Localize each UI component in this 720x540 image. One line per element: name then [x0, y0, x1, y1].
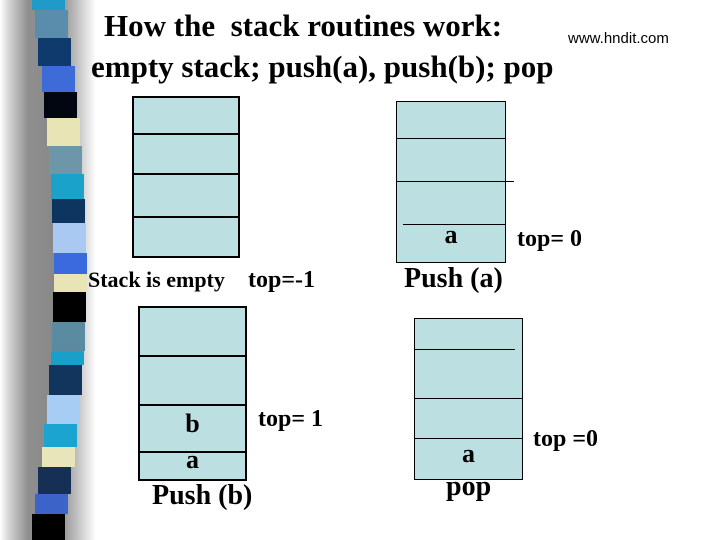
cell-value-a: a — [444, 220, 458, 249]
decorative-ribbon — [0, 0, 100, 540]
cell-value-b: b — [185, 409, 200, 438]
cell-divider — [397, 138, 505, 139]
ribbon-block — [52, 199, 85, 223]
ribbon-block — [32, 0, 65, 10]
cell-divider — [134, 216, 238, 218]
caption-pop: pop — [446, 471, 492, 502]
cell-value-a: a — [186, 445, 199, 474]
stack-diagram-push-a: a — [396, 101, 514, 263]
slide-title-line2: empty stack; push(a), push(b); pop — [91, 49, 554, 84]
stack-diagram-pop: a — [414, 318, 523, 480]
ribbon-block — [52, 322, 85, 351]
ribbon-block — [44, 424, 77, 447]
ribbon-block — [47, 118, 80, 146]
top-pointer-push-b: top= 1 — [258, 406, 324, 432]
ribbon-block — [49, 365, 82, 395]
cell-divider — [134, 133, 238, 135]
ribbon-block — [42, 447, 75, 467]
ribbon-block — [51, 174, 84, 199]
cell-divider — [403, 224, 505, 225]
cell-value-a: a — [462, 439, 475, 468]
ribbon-block — [35, 494, 68, 514]
cell-divider — [415, 398, 522, 399]
ribbon-block — [35, 10, 68, 38]
cell-divider — [415, 349, 515, 350]
watermark-text: www.hndit.com — [568, 30, 669, 47]
ribbon-block — [38, 38, 71, 66]
left-rail-shadow — [0, 0, 100, 540]
ribbon-block — [53, 223, 86, 253]
ribbon-block — [42, 66, 75, 92]
ribbon-block — [44, 92, 77, 118]
stack-diagram-empty — [132, 96, 240, 258]
cell-divider — [415, 438, 522, 439]
ribbon-block — [54, 274, 87, 292]
top-pointer-push-a: top= 0 — [517, 226, 583, 252]
slide-title-line1: How the stack routines work: — [104, 8, 503, 43]
cell-divider — [397, 181, 514, 182]
cell-divider — [140, 451, 245, 453]
top-pointer-pop: top =0 — [533, 426, 599, 452]
cell-divider — [134, 173, 238, 175]
stack-diagram-push-b: b a — [138, 306, 247, 481]
ribbon-block — [51, 351, 84, 365]
ribbon-block — [53, 292, 86, 322]
ribbon-block — [38, 467, 71, 494]
cell-divider — [140, 355, 245, 357]
ribbon-block — [32, 514, 65, 540]
caption-push-b: Push (b) — [152, 480, 253, 511]
cell-divider — [140, 404, 245, 406]
ribbon-block — [49, 146, 82, 174]
caption-push-a: Push (a) — [404, 263, 503, 294]
top-pointer-empty: top=-1 — [248, 267, 316, 293]
ribbon-block — [54, 253, 87, 274]
ribbon-block — [47, 395, 80, 424]
caption-stack-is-empty: Stack is empty — [88, 267, 225, 292]
